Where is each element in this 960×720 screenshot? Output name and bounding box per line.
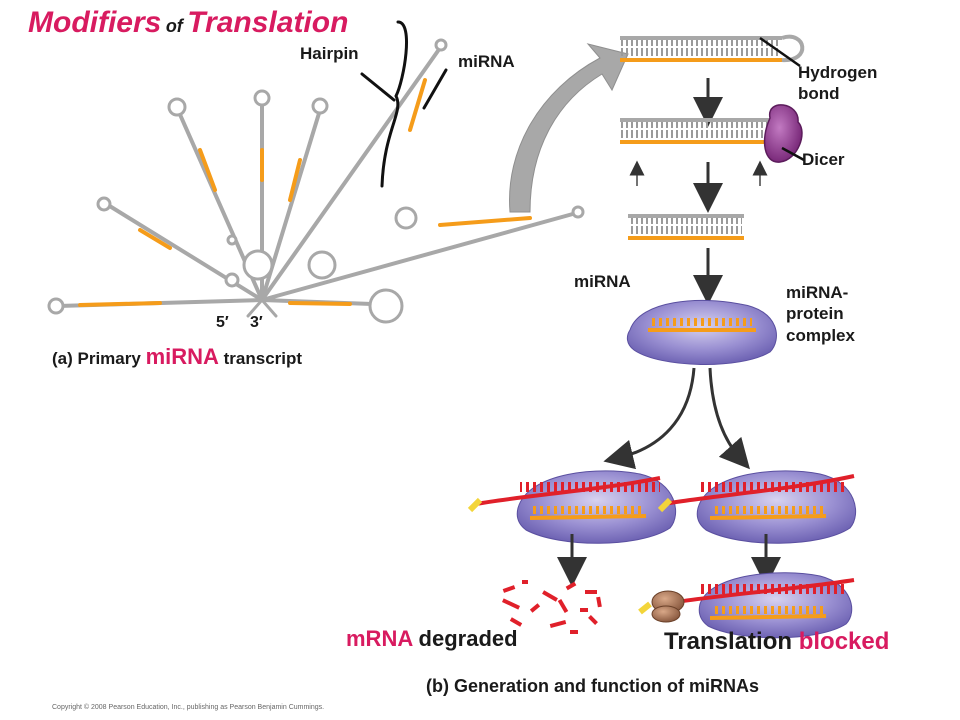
hairpin-label: Hairpin <box>300 44 359 63</box>
hydrogen-bond-label: Hydrogen bond <box>798 63 878 104</box>
ribosome <box>651 590 685 623</box>
panel-b-caption: (b) Generation and function of miRNAs <box>426 676 759 696</box>
degraded-mrna-fragments <box>501 580 602 634</box>
dicer-label: Dicer <box>802 150 845 169</box>
panel-a-caption-highlight: miRNA <box>145 344 219 369</box>
translation-blocked-label: Translation blocked <box>664 628 889 656</box>
three-prime-label: 3′ <box>250 314 263 331</box>
title-modifiers: Modifiers <box>28 6 162 39</box>
mrna-degraded-highlight: mRNA <box>346 626 413 651</box>
dicer-enzyme <box>763 104 803 163</box>
big-curved-arrow <box>509 43 629 213</box>
translation-blocked-prefix: Translation <box>664 628 793 655</box>
mrna-degraded-label: mRNA degraded <box>346 626 518 652</box>
hairpin-bracket <box>360 20 448 188</box>
bound-complex-right <box>657 470 857 544</box>
copyright-text: Copyright © 2008 Pearson Education, Inc.… <box>52 704 325 711</box>
bound-complex-left <box>467 470 677 544</box>
precursor-hairpin <box>620 34 805 68</box>
arrow-to-blocking <box>708 367 750 470</box>
panel-a-caption-suffix: transcript <box>223 349 303 368</box>
mrna-degraded-suffix: degraded <box>418 626 518 651</box>
title-translation: Translation <box>187 6 349 39</box>
panel-a-caption-prefix: (a) Primary <box>52 349 141 368</box>
blocked-translation-complex <box>638 572 855 639</box>
mirna-protein-complex <box>626 299 777 366</box>
mirna-label-a: miRNA <box>458 52 515 71</box>
title: Modifiers of Translation <box>28 6 348 40</box>
dicer-cut-stage <box>620 104 805 186</box>
mirna-duplex <box>628 214 744 240</box>
five-prime-label: 5′ <box>216 314 229 331</box>
translation-blocked-highlight: blocked <box>798 628 890 655</box>
title-of: of <box>165 16 183 36</box>
complex-label: miRNA- protein complex <box>786 283 855 345</box>
panel-a-caption: (a) Primary miRNA transcript <box>52 344 302 370</box>
arrow-to-degradation <box>603 367 696 470</box>
mirna-label-b: miRNA <box>574 272 631 291</box>
primary-mirna-transcript <box>47 38 585 324</box>
